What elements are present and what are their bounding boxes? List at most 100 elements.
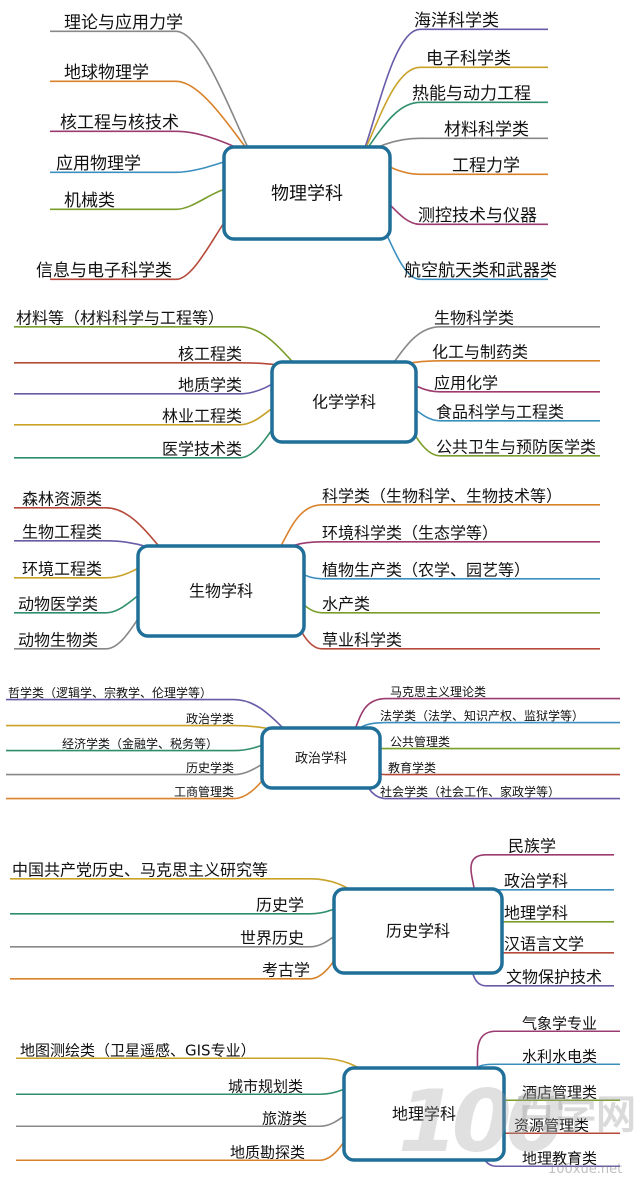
center-label: 生物学科 <box>189 582 253 601</box>
right-branch-label: 材料科学类 <box>444 120 529 140</box>
right-branch-label: 教育学类 <box>388 760 436 775</box>
right-branch-label: 草业科学类 <box>322 631 402 650</box>
right-branch-label: 民族学 <box>508 837 556 856</box>
left-branch-label: 中国共产党历史、马克思主义研究等 <box>12 861 268 880</box>
left-branch-label: 经济学类（金融学、税务等） <box>62 736 218 751</box>
right-branch-label: 测控技术与仪器 <box>418 206 537 226</box>
center-label: 政治学科 <box>295 751 347 767</box>
right-branch-label: 社会学类（社会工作、家政学等） <box>380 784 560 799</box>
left-branch-line <box>6 757 293 783</box>
right-branch-line <box>349 721 620 735</box>
right-branch-label: 文物保护技术 <box>506 968 602 987</box>
right-branch-label: 热能与动力工程 <box>412 84 531 104</box>
left-branch-label: 生物工程类 <box>22 523 102 542</box>
right-branch-label: 汉语言文学 <box>504 935 584 954</box>
right-branch-label: 水利水电类 <box>522 1047 597 1065</box>
left-branch-label: 核工程与核技术 <box>60 113 179 133</box>
right-branch-label: 公共卫生与预防医学类 <box>436 438 596 457</box>
right-branch-label: 工程力学 <box>452 156 520 176</box>
right-branch-line <box>273 541 600 556</box>
left-branch-label: 医学技术类 <box>162 440 242 459</box>
right-branch-label: 资源管理类 <box>514 1116 589 1134</box>
right-branch-label: 科学类（生物科学、生物技术等） <box>322 487 562 506</box>
center-box <box>332 887 504 975</box>
center-box <box>222 145 392 241</box>
left-branch-label: 哲学类（逻辑学、宗教学、伦理学等） <box>8 685 212 700</box>
left-branch-line <box>16 1057 375 1078</box>
right-branch-label: 食品科学与工程类 <box>436 403 564 422</box>
left-branch-label: 历史学 <box>256 896 304 915</box>
left-branch-line <box>6 698 293 735</box>
left-branch-line <box>10 935 365 980</box>
center-label: 物理学科 <box>271 183 343 204</box>
left-branch-label: 考古学 <box>262 961 310 980</box>
right-branch-label: 化工与制药类 <box>432 343 528 362</box>
left-branch-line <box>16 1075 375 1096</box>
right-branch-label: 地理学科 <box>504 904 568 923</box>
left-branch-label: 工商管理类 <box>174 784 234 799</box>
left-branch-label: 材料等（材料科学与工程等） <box>16 309 224 328</box>
left-branch-line <box>50 30 255 157</box>
right-branch-label: 酒店管理类 <box>522 1083 597 1101</box>
left-branch-line <box>10 878 365 899</box>
left-branch-line <box>10 926 365 965</box>
center-label: 化学学科 <box>312 393 376 412</box>
left-branch-line <box>16 1117 375 1162</box>
left-branch-label: 动物医学类 <box>18 595 98 614</box>
left-branch-label: 核工程类 <box>178 345 242 364</box>
right-branch-label: 法学类（法学、知识产权、监狱学等） <box>380 708 584 723</box>
right-branch-label: 政治学科 <box>504 872 568 891</box>
left-branch-line <box>6 762 293 800</box>
center-box <box>270 360 418 444</box>
left-branch-label: 旅游类 <box>262 1109 307 1127</box>
right-branch-label: 气象学专业 <box>522 1014 597 1032</box>
left-branch-label: 地球物理学 <box>64 63 149 83</box>
right-branch-label: 应用化学 <box>434 374 498 393</box>
right-branch-label: 水产类 <box>322 595 370 614</box>
left-branch-label: 地图测绘类（卫星遥感、GIS专业） <box>20 1041 256 1059</box>
left-branch-label: 政治学类 <box>186 711 234 726</box>
right-branch-line <box>385 360 600 371</box>
center-box <box>136 544 306 638</box>
left-branch-line <box>14 408 303 459</box>
left-branch-line <box>16 1107 375 1151</box>
left-branch-label: 环境工程类 <box>22 560 102 579</box>
right-branch-label: 马克思主义理论类 <box>390 685 486 699</box>
right-branch-label: 生物科学类 <box>434 309 514 328</box>
left-branch-label: 信息与电子科学类 <box>36 261 172 281</box>
left-branch-line <box>14 400 303 435</box>
left-branch-line <box>10 896 365 915</box>
center-label: 地理学科 <box>392 1105 456 1124</box>
left-branch-label: 地质学类 <box>178 376 242 395</box>
left-branch-label: 世界历史 <box>240 929 304 948</box>
center-box <box>260 726 382 790</box>
center-label: 历史学科 <box>386 922 450 941</box>
left-branch-label: 机械类 <box>64 191 115 211</box>
left-branch-label: 历史学类 <box>186 760 234 775</box>
left-branch-label: 理论与应用力学 <box>64 13 183 33</box>
left-branch-line <box>14 368 303 395</box>
left-branch-label: 林业工程类 <box>162 407 242 426</box>
right-branch-label: 航空航天类和武器类 <box>404 261 557 281</box>
left-branch-label: 应用物理学 <box>56 154 141 174</box>
left-branch-label: 地质勘探类 <box>230 1143 305 1161</box>
center-box <box>342 1066 506 1162</box>
left-branch-label: 森林资源类 <box>22 490 102 509</box>
left-branch-label: 动物生物类 <box>18 631 98 650</box>
left-branch-line <box>6 724 293 735</box>
right-branch-label: 地理教育类 <box>522 1149 597 1167</box>
left-branch-label: 城市规划类 <box>228 1077 303 1095</box>
right-branch-label: 海洋科学类 <box>414 11 499 31</box>
right-branch-label: 环境科学类（生态学等） <box>322 524 498 543</box>
right-branch-label: 公共管理类 <box>390 734 450 749</box>
right-branch-label: 电子科学类 <box>426 49 511 69</box>
left-branch-line <box>14 362 303 371</box>
right-branch-label: 植物生产类（农学、园艺等） <box>322 561 530 580</box>
